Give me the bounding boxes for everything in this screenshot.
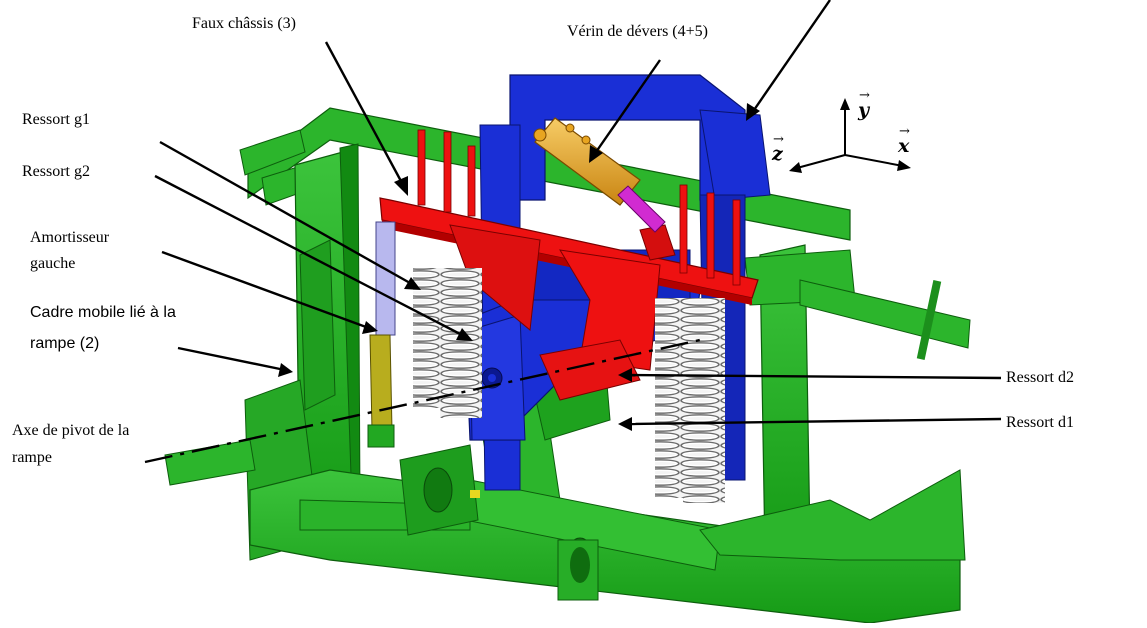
axis-y-label: →y	[858, 88, 870, 121]
fixed-frame	[164, 107, 971, 624]
label-cadre-mobile-2: rampe (2)	[30, 335, 100, 352]
label-ressort-d2: Ressort d2	[1006, 369, 1074, 386]
label-verin-devers: Vérin de dévers (4+5)	[567, 23, 708, 40]
label-ressort-g2: Ressort g2	[22, 163, 90, 180]
label-ressort-d1: Ressort d1	[1006, 414, 1074, 431]
label-cadre-mobile-1: Cadre mobile lié à la	[30, 304, 176, 321]
axes-triad	[789, 98, 911, 173]
axis-x-label: →x	[898, 124, 910, 157]
springs	[413, 268, 725, 503]
label-faux-chassis: Faux châssis (3)	[192, 15, 296, 32]
label-amortisseur-2: gauche	[30, 255, 76, 272]
label-axe-pivot-2: rampe	[12, 449, 52, 466]
faux-chassis	[379, 129, 759, 401]
label-amortisseur-1: Amortisseur	[30, 229, 110, 246]
label-axe-pivot-1: Axe de pivot de la	[12, 422, 130, 439]
label-ressort-g1: Ressort g1	[22, 111, 90, 128]
left-damper	[367, 221, 396, 448]
axis-z-label: →z	[772, 132, 784, 165]
tilt-cylinder	[533, 117, 666, 233]
annotation-lines	[154, 0, 1002, 431]
